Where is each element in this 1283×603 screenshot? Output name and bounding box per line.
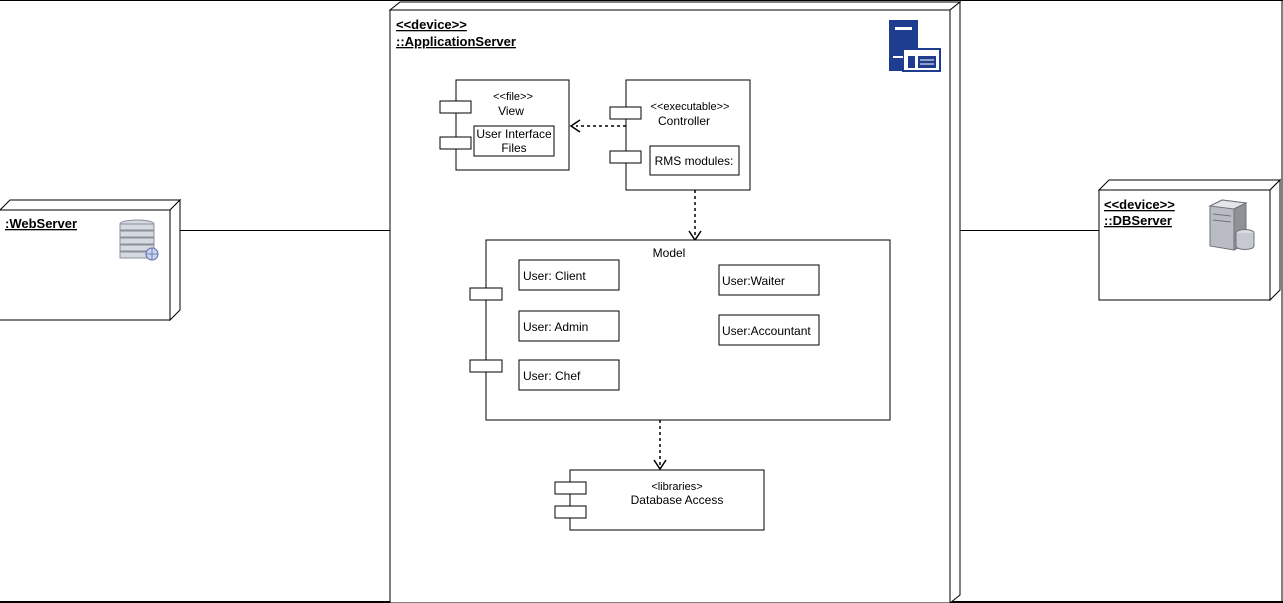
dbaccess-port-1 [554, 481, 587, 495]
controller-component[interactable]: <<executable>> Controller RMS modules: [609, 79, 751, 191]
controller-port-2 [609, 150, 642, 164]
model-port-2 [469, 359, 503, 373]
model-component[interactable]: Model User: Client User: Admin User: Che… [469, 239, 891, 421]
model-port-1 [469, 287, 503, 301]
model-dbaccess-arrowhead [653, 459, 667, 471]
app-server-stereotype: <<device>> [396, 17, 467, 32]
model-user-admin: User: Admin [523, 320, 588, 334]
dbaccess-name: Database Access [631, 493, 724, 507]
web-server-title: :WebServer [5, 216, 77, 231]
database-access-component[interactable]: <libraries> Database Access [554, 469, 765, 531]
dbaccess-port-2 [554, 505, 587, 519]
view-port-1 [439, 100, 472, 114]
view-port-2 [439, 136, 472, 150]
view-component[interactable]: <<file>> View User Interface Files [439, 79, 570, 171]
application-server-node[interactable]: <<device>> ::ApplicationServer <<file>> … [388, 0, 962, 603]
db-server-node[interactable]: <<device>> ::DBServer [1097, 178, 1282, 302]
server-icon [889, 20, 941, 72]
view-stereotype: <<file>> [493, 91, 533, 103]
model-user-waiter: User:Waiter [722, 274, 785, 288]
model-user-accountant: User:Accountant [722, 324, 811, 338]
controller-port-1 [609, 106, 642, 120]
controller-inner: RMS modules: [655, 154, 734, 168]
controller-view-arrowhead [569, 119, 581, 133]
model-user-client: User: Client [523, 269, 586, 283]
web-server-node[interactable]: :WebServer [0, 198, 182, 322]
controller-stereotype: <<executable>> [651, 101, 730, 113]
web-server-icon [119, 219, 159, 261]
db-server-stereotype: <<device>> [1104, 197, 1175, 212]
model-name: Model [653, 246, 686, 260]
view-inner-line1: User Interface [476, 127, 552, 141]
db-server-title: ::DBServer [1104, 213, 1172, 228]
view-name: View [498, 104, 524, 118]
controller-name: Controller [658, 114, 710, 128]
app-server-title: ::ApplicationServer [396, 34, 516, 49]
dbaccess-stereotype: <libraries> [651, 481, 702, 493]
view-inner-line2: Files [501, 141, 526, 155]
model-user-chef: User: Chef [523, 369, 581, 383]
database-server-icon [1208, 199, 1255, 251]
